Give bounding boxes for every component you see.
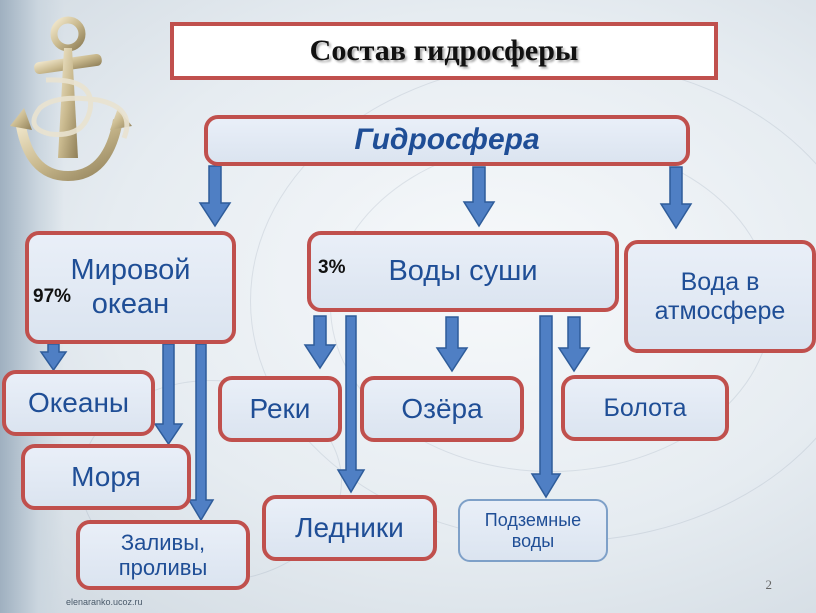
lakes-label: Озёра bbox=[401, 392, 483, 424]
bays-straits-box: Заливы, проливы bbox=[76, 520, 250, 590]
arrow-down-icon bbox=[530, 315, 562, 499]
land-waters-percent: 3% bbox=[318, 257, 346, 278]
oceans-box: Океаны bbox=[2, 370, 155, 436]
rivers-label: Реки bbox=[249, 392, 311, 424]
oceans-label: Океаны bbox=[27, 386, 130, 418]
arrow-down-icon bbox=[187, 343, 215, 522]
arrow-down-icon bbox=[435, 316, 469, 373]
seas-label: Моря bbox=[71, 460, 141, 492]
arrow-down-icon bbox=[39, 343, 68, 372]
title-box: Состав гидросферы bbox=[170, 22, 718, 80]
arrow-down-icon bbox=[336, 315, 366, 494]
ocean-percent: 97% bbox=[33, 286, 72, 307]
atmosphere-label: Вода в атмосфере bbox=[654, 267, 786, 325]
arrow-down-icon bbox=[557, 316, 591, 373]
seas-box: Моря bbox=[21, 444, 191, 510]
groundwater-label: Подземные воды bbox=[484, 509, 582, 551]
watermark: elenaranko.ucoz.ru bbox=[66, 597, 143, 607]
land-waters-box: Воды суши bbox=[307, 231, 619, 312]
arrow-down-icon bbox=[462, 166, 496, 228]
groundwater-box: Подземные воды bbox=[458, 499, 608, 562]
lakes-box: Озёра bbox=[360, 376, 524, 442]
rivers-box: Реки bbox=[218, 376, 342, 442]
page-number: 2 bbox=[765, 577, 773, 592]
atmosphere-box: Вода в атмосфере bbox=[624, 240, 816, 353]
page-title: Состав гидросферы bbox=[309, 34, 579, 67]
glaciers-box: Ледники bbox=[262, 495, 437, 561]
bays-straits-label: Заливы, проливы bbox=[118, 529, 208, 580]
swamps-box: Болота bbox=[561, 375, 729, 441]
ocean-label: Мировой океан bbox=[70, 254, 191, 320]
swamps-label: Болота bbox=[603, 393, 687, 422]
arrow-down-icon bbox=[153, 343, 184, 446]
land-waters-label: Воды суши bbox=[388, 254, 538, 287]
arrow-down-icon bbox=[198, 165, 232, 228]
root-label: Гидросфера bbox=[354, 123, 540, 157]
anchor-icon bbox=[10, 16, 132, 182]
arrow-down-icon bbox=[303, 315, 337, 370]
arrow-down-icon bbox=[659, 166, 693, 230]
glaciers-label: Ледники bbox=[295, 511, 404, 543]
root-box: Гидросфера bbox=[204, 115, 690, 166]
ocean-box: Мировой океан bbox=[25, 231, 236, 344]
